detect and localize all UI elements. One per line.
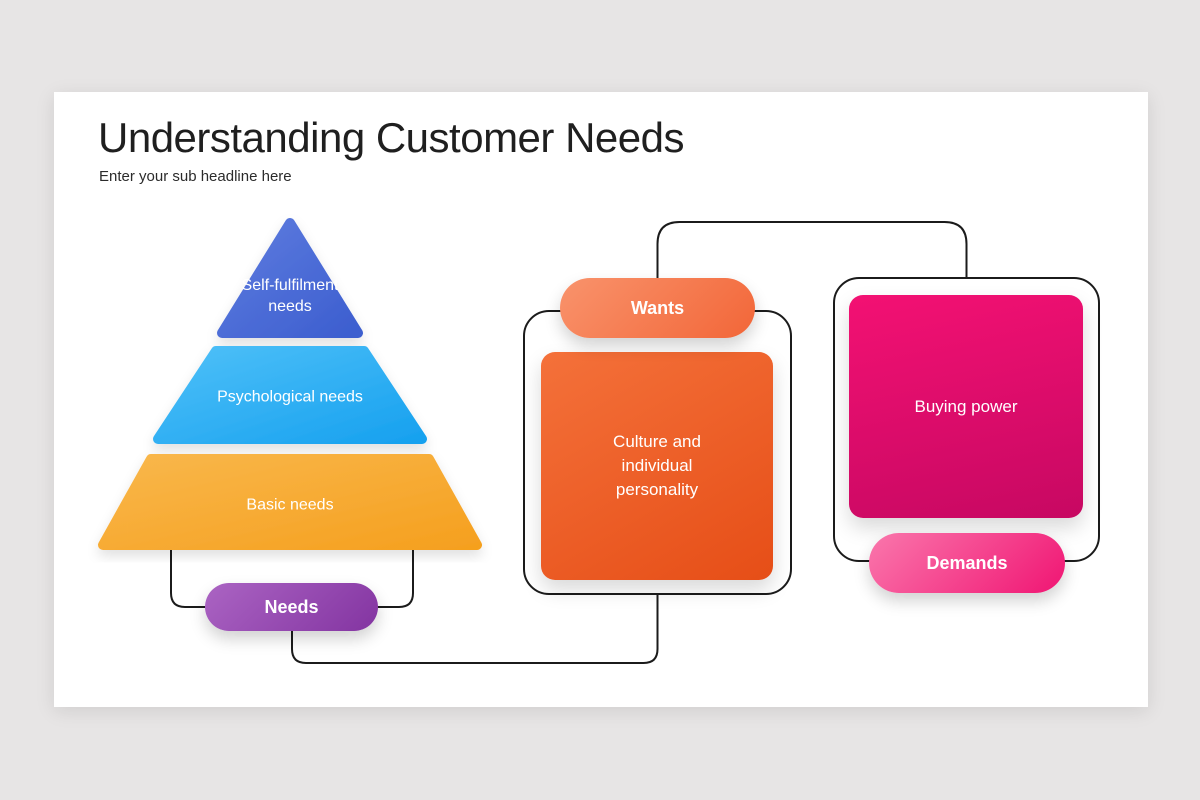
connector-pyramid-right: [365, 542, 414, 608]
demands-pill: Demands: [869, 533, 1065, 593]
demands-card: Buying power: [849, 295, 1083, 518]
page-subtitle: Enter your sub headline here: [99, 168, 292, 185]
pyramid-label-psychological: Psychological needs: [217, 388, 363, 406]
demands-pill-label: Demands: [926, 552, 1008, 573]
wants-card: Culture and individual personality: [541, 352, 773, 580]
slide-card: Understanding Customer Needs Enter your …: [54, 92, 1148, 707]
demands-card-label: Buying power: [914, 396, 1018, 416]
needs-pill: Needs: [205, 583, 378, 631]
wants-pill-label: Wants: [630, 297, 685, 318]
page-title: Understanding Customer Needs: [98, 114, 684, 161]
pyramid-label-basic: Basic needs: [246, 496, 334, 514]
diagram-shapes: [98, 218, 968, 664]
pyramid-level-basic: [98, 454, 482, 550]
pyramid-level-psychological: [153, 346, 427, 444]
pyramid-label-self-fulfilment: Self-fulfilment needs: [241, 277, 339, 315]
wants-pill: Wants: [560, 278, 755, 338]
connector-wants-demands: [656, 221, 968, 292]
needs-pill-label: Needs: [264, 596, 319, 617]
pyramid-level-self-fulfilment: [217, 218, 363, 338]
connector-needs-wants: [291, 590, 659, 664]
connector-pyramid-left: [170, 542, 219, 608]
wants-card-label: Culture and individual personality: [613, 432, 701, 499]
